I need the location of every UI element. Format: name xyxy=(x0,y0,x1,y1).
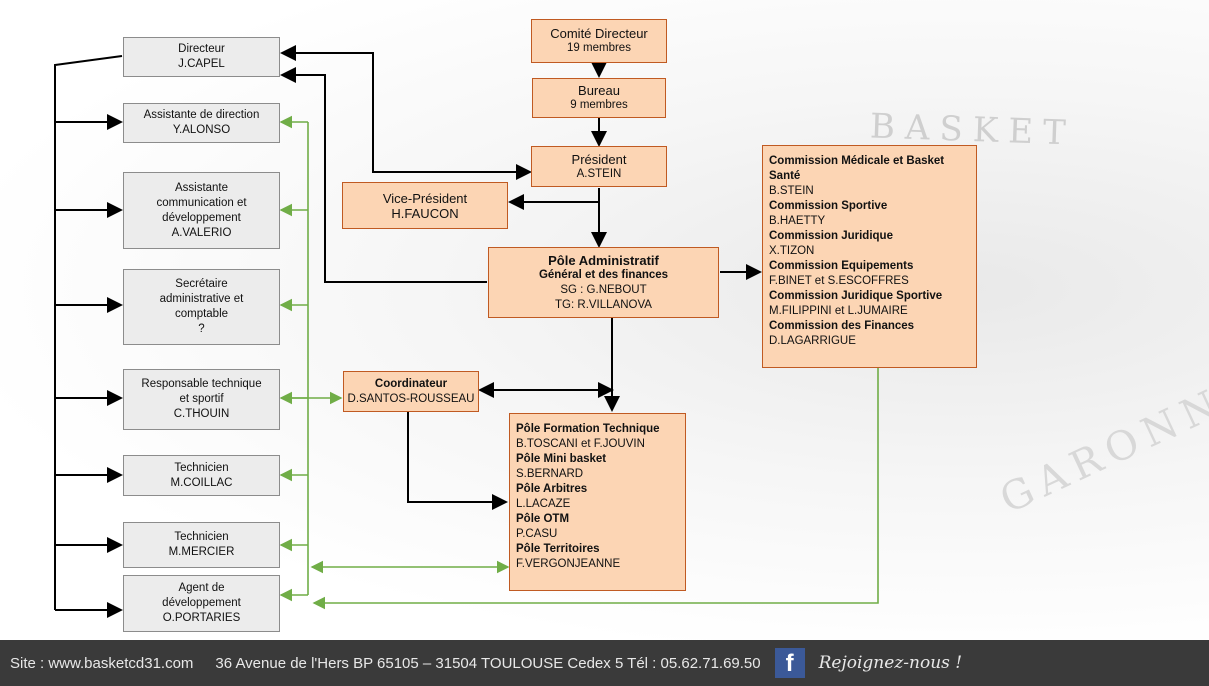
pole-name: L.LACAZE xyxy=(516,498,571,510)
commission-name: M.FILIPPINI et L.JUMAIRE xyxy=(769,305,908,317)
footer-site-link[interactable]: Site : www.basketcd31.com xyxy=(10,654,194,672)
facebook-icon[interactable]: f xyxy=(774,648,805,678)
box-pole-administratif: Pôle Administratif Général et des financ… xyxy=(488,247,719,318)
box-secretaire: Secrétaire administrative et comptable ? xyxy=(123,269,280,345)
box-commissions: Commission Médicale et Basket Santé B.ST… xyxy=(762,145,977,368)
box-technicien-mercier: Technicien M.MERCIER xyxy=(123,522,280,568)
commission-title: Commission Médicale et Basket xyxy=(769,155,945,167)
commission-title: Commission Sportive xyxy=(769,200,888,212)
pole-name: P.CASU xyxy=(516,528,558,540)
commission-title: Commission Juridique xyxy=(769,230,893,242)
connector-lines xyxy=(54,45,879,618)
commission-title: Commission des Finances xyxy=(769,320,915,332)
pole-title: Pôle Mini basket xyxy=(516,453,607,465)
box-assistante-communication: Assistante communication et développemen… xyxy=(123,172,280,249)
footer-bar: Site : www.basketcd31.com 36 Avenue de l… xyxy=(0,640,1209,686)
box-technicien-coillac: Technicien M.COILLAC xyxy=(123,455,280,496)
commission-name: D.LAGARRIGUE xyxy=(769,335,856,347)
commission-name: B.STEIN xyxy=(769,185,814,197)
pole-name: F.VERGONJEANNE xyxy=(516,558,621,570)
commission-name: X.TIZON xyxy=(769,245,815,257)
pole-title: Pôle Territoires xyxy=(516,543,600,555)
box-directeur: Directeur J.CAPEL xyxy=(123,37,280,77)
box-agent-developpement: Agent de développement O.PORTARIES xyxy=(123,575,280,632)
box-comite-directeur: Comité Directeur 19 membres xyxy=(531,19,667,63)
commission-name: B.HAETTY xyxy=(769,215,826,227)
box-responsable-technique: Responsable technique et sportif C.THOUI… xyxy=(123,369,280,430)
commission-name: F.BINET et S.ESCOFFRES xyxy=(769,275,909,287)
pole-title: Pôle Arbitres xyxy=(516,483,588,495)
box-coordinateur: Coordinateur D.SANTOS-ROUSSEAU xyxy=(343,371,479,412)
box-bureau: Bureau 9 membres xyxy=(532,78,666,118)
pole-name: B.TOSCANI et F.JOUVIN xyxy=(516,438,645,450)
box-assistante-direction: Assistante de direction Y.ALONSO xyxy=(123,103,280,143)
box-poles: Pôle Formation Technique B.TOSCANI et F.… xyxy=(509,413,686,591)
org-chart-canvas: BASKET GARONNE xyxy=(0,0,1209,640)
box-vice-president: Vice-Président H.FAUCON xyxy=(342,182,508,229)
box-president: Président A.STEIN xyxy=(531,146,667,187)
pole-title: Pôle OTM xyxy=(516,513,570,525)
pole-name: S.BERNARD xyxy=(516,468,584,480)
commission-title: Commission Equipements xyxy=(769,260,914,272)
pole-title: Pôle Formation Technique xyxy=(516,423,660,435)
footer-address: 36 Avenue de l'Hers BP 65105 – 31504 TOU… xyxy=(215,654,761,672)
commission-title: Commission Juridique Sportive xyxy=(769,290,943,302)
commission-title-cont: Santé xyxy=(769,170,801,182)
join-us-text[interactable]: Rejoignez-nous ! xyxy=(818,653,963,673)
